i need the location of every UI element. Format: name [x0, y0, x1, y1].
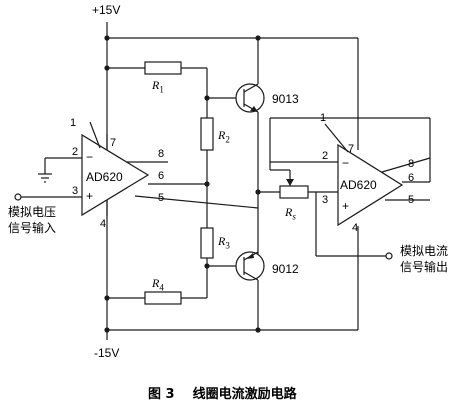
q1-label: 9013	[272, 92, 299, 106]
right-amp-pin3: 3	[322, 194, 329, 206]
r1-label: R1	[152, 78, 164, 95]
left-ad620-amplifier	[14, 121, 259, 217]
lower-driver-stage	[107, 227, 265, 330]
sense-and-right-ad620	[255, 117, 431, 260]
output-label-line1: 模拟电流	[400, 244, 449, 258]
pos-supply-label: +15V	[92, 3, 121, 17]
left-amp-name: AD620	[86, 170, 123, 184]
input-label-line1: 模拟电压	[8, 205, 57, 219]
right-amp-plus: +	[342, 199, 350, 213]
left-amp-pin7: 7	[110, 137, 117, 149]
right-amp-pin8: 8	[408, 158, 415, 170]
r4-label: R4	[152, 276, 164, 293]
figure-caption: 图 3 线圈电流激励电路	[148, 387, 297, 402]
left-amp-pin4: 4	[100, 218, 107, 230]
left-amp-pin3: 3	[72, 185, 79, 197]
left-amp-minus: −	[86, 150, 94, 164]
r2-label: R2	[218, 128, 230, 145]
left-amp-pin6: 6	[158, 170, 165, 182]
upper-driver-stage	[107, 38, 265, 260]
right-amp-pin2: 2	[322, 150, 329, 162]
left-amp-plus: +	[86, 189, 94, 203]
left-amp-pin1: 1	[70, 117, 77, 129]
right-amp-name: AD620	[340, 178, 377, 192]
rs-label: Rs	[285, 205, 296, 222]
right-amp-minus: −	[342, 156, 350, 170]
left-amp-pin8: 8	[158, 148, 165, 160]
power-rails	[104, 22, 359, 340]
right-amp-pin6: 6	[408, 172, 415, 184]
neg-supply-label: -15V	[94, 346, 120, 360]
r3-label: R3	[218, 234, 230, 251]
left-amp-pin5: 5	[158, 192, 165, 204]
right-amp-pin1: 1	[320, 112, 327, 124]
output-label-line2: 信号输出	[400, 260, 449, 274]
right-amp-pin5: 5	[408, 194, 415, 206]
right-amp-pin7: 7	[348, 143, 355, 155]
input-label-line2: 信号输入	[8, 221, 57, 235]
left-amp-pin2: 2	[72, 146, 79, 158]
q2-label: 9012	[272, 262, 299, 276]
right-amp-pin4: 4	[352, 222, 359, 234]
